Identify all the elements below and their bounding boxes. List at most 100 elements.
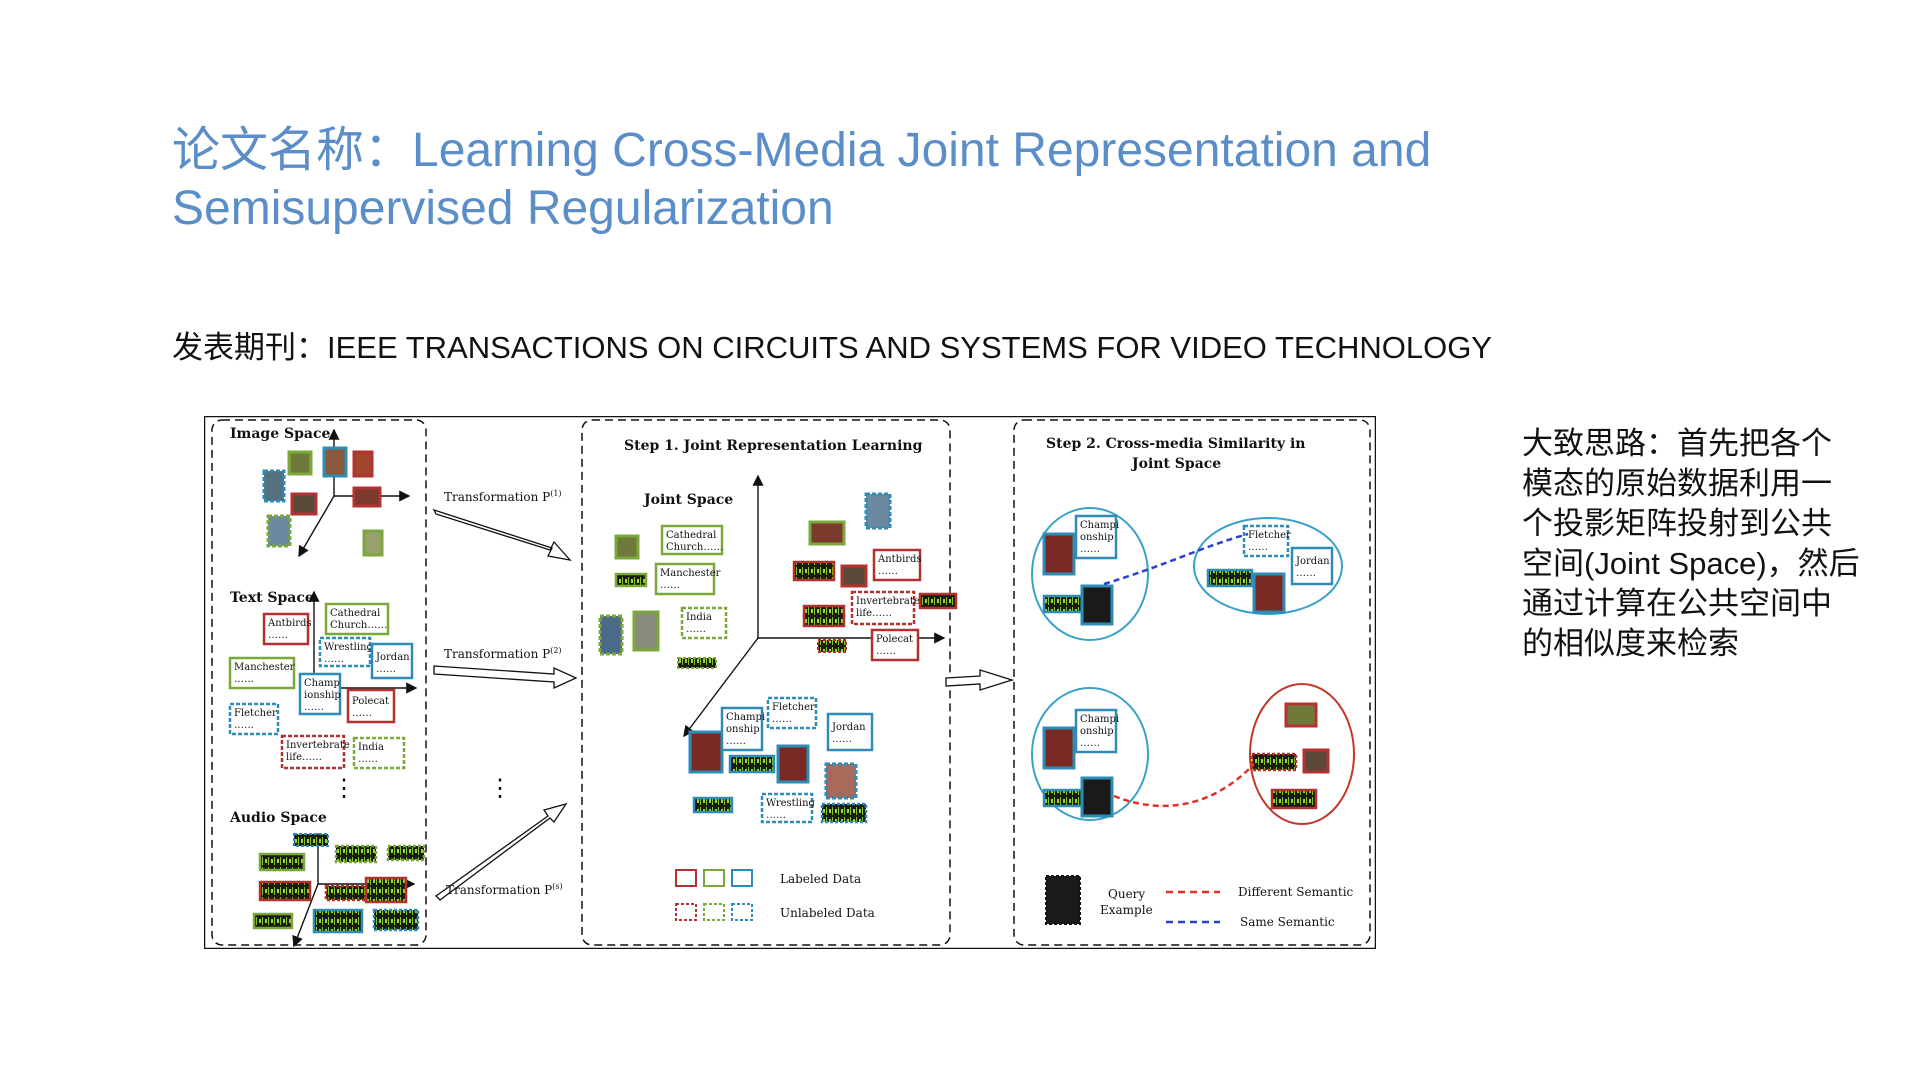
step2-panel [1013,419,1371,946]
svg-text:Champ: Champ [304,678,340,689]
image-thumbnails [262,446,384,557]
legend-query-line1: Query [1108,887,1145,901]
legend-different-semantic: Different Semantic [1238,885,1354,899]
step-arrow [945,669,1015,691]
svg-text:Fletcher: Fletcher [234,708,277,719]
svg-text:Wrestling: Wrestling [324,642,374,653]
result-cluster-top [1193,517,1343,615]
svg-text:Fletcher: Fletcher [1248,530,1291,541]
audio-space-label: Audio Space [229,810,327,826]
svg-text:Polecat: Polecat [352,696,389,707]
svg-text:Cathedral: Cathedral [330,608,380,619]
svg-text:……: …… [268,630,288,641]
svg-text:……: …… [876,646,896,657]
svg-text:Jordan: Jordan [831,722,866,733]
method-figure: Image Space Text Space Antbirds…… Cathed… [204,416,1376,949]
transformation-arrows [432,508,578,901]
svg-text:Jordan: Jordan [1295,556,1330,567]
svg-text:……: …… [324,654,344,665]
svg-text:Manchester: Manchester [660,568,721,579]
step2-bottom-items: Championship…… [1042,702,1330,818]
svg-text:……: …… [234,674,254,685]
svg-text:onship: onship [1080,726,1114,737]
step2-title-line2: Joint Space [1130,456,1221,472]
svg-text:……: …… [772,714,792,725]
joint-space-label: Joint Space [642,492,733,508]
audio-clips [252,833,426,934]
query-cluster-top [1031,507,1149,641]
image-space-label: Image Space [230,426,330,442]
legend-same-semantic: Same Semantic [1240,915,1335,929]
svg-text:……: …… [1296,568,1316,579]
title-prefix: 论文名称： [172,124,413,177]
journal-prefix: 发表期刊： [172,330,327,365]
slide-title: 论文名称：Learning Cross-Media Joint Represen… [172,122,1532,238]
svg-text:India: India [686,612,712,623]
svg-text:onship: onship [726,724,760,735]
image-thumbnail [362,529,384,557]
svg-text:Wrestling: Wrestling [766,798,816,809]
svg-text:Fletcher: Fletcher [772,702,815,713]
svg-text:……: …… [1080,738,1100,749]
svg-text:ionship: ionship [304,690,341,701]
svg-text:Invertebrate: Invertebrate [856,596,920,607]
transform-1-label: Transformation P(1) [444,489,562,504]
unlabeled-legend-swatches [675,903,753,921]
transform-s-label: Transformation P(s) [446,882,563,897]
svg-text:Jordan: Jordan [375,652,410,663]
image-thumbnail [322,446,348,478]
image-thumbnail [266,514,292,548]
idea-text: 大致思路：首先把各个模态的原始数据利用一个投影矩阵投射到公共空间(Joint S… [1522,426,1860,661]
svg-text:Antbirds: Antbirds [877,554,922,565]
svg-text:……: …… [660,580,680,591]
image-thumbnail [287,450,313,476]
svg-text:……: …… [376,664,396,675]
svg-text:……: …… [766,810,786,821]
svg-text:Manchester: Manchester [234,662,295,673]
svg-text:Church……: Church…… [666,542,723,553]
svg-text:……: …… [686,624,706,635]
step1-title: Step 1. Joint Representation Learning [624,438,923,454]
input-spaces-panel [211,419,427,946]
svg-text:……: …… [358,754,378,765]
journal-line: 发表期刊：IEEE TRANSACTIONS ON CIRCUITS AND S… [172,328,1492,368]
svg-text:Church……: Church…… [330,620,387,631]
image-thumbnail [290,492,318,516]
vdots-left: ⋮ [332,774,356,802]
result-cluster-bottom [1249,683,1355,825]
svg-text:……: …… [726,736,746,747]
image-thumbnail [352,486,382,508]
svg-text:Polecat: Polecat [876,634,913,645]
different-semantic-link [1113,763,1255,808]
journal-text: IEEE TRANSACTIONS ON CIRCUITS AND SYSTEM… [327,330,1492,365]
svg-text:Champi: Champi [1080,520,1119,531]
title-text: Learning Cross-Media Joint Representatio… [172,124,1432,235]
svg-text:Champi: Champi [1080,714,1119,725]
svg-text:Antbirds: Antbirds [267,618,312,629]
svg-text:Cathedral: Cathedral [666,530,716,541]
query-example-swatch [1045,875,1081,925]
labeled-legend-swatches [675,869,753,887]
query-cluster-bottom [1031,687,1149,821]
transform-2-label: Transformation P(2) [444,646,562,661]
svg-text:life……: life…… [286,752,322,763]
legend-unlabeled: Unlabeled Data [780,906,875,920]
svg-text:Invertebrate: Invertebrate [286,740,350,751]
svg-text:……: …… [1080,544,1100,555]
svg-text:onship: onship [1080,532,1114,543]
svg-text:Champi: Champi [726,712,765,723]
svg-text:……: …… [234,720,254,731]
same-semantic-link [1103,532,1249,586]
image-thumbnail [262,469,286,503]
svg-text:……: …… [304,702,324,713]
svg-text:life……: life…… [856,608,892,619]
text-space-label: Text Space [230,590,314,606]
svg-text:……: …… [352,708,372,719]
image-thumbnail [352,450,374,478]
step2-title-line1: Step 2. Cross-media Similarity in [1046,436,1305,452]
legend-query-line2: Example [1100,903,1153,917]
svg-text:……: …… [832,734,852,745]
